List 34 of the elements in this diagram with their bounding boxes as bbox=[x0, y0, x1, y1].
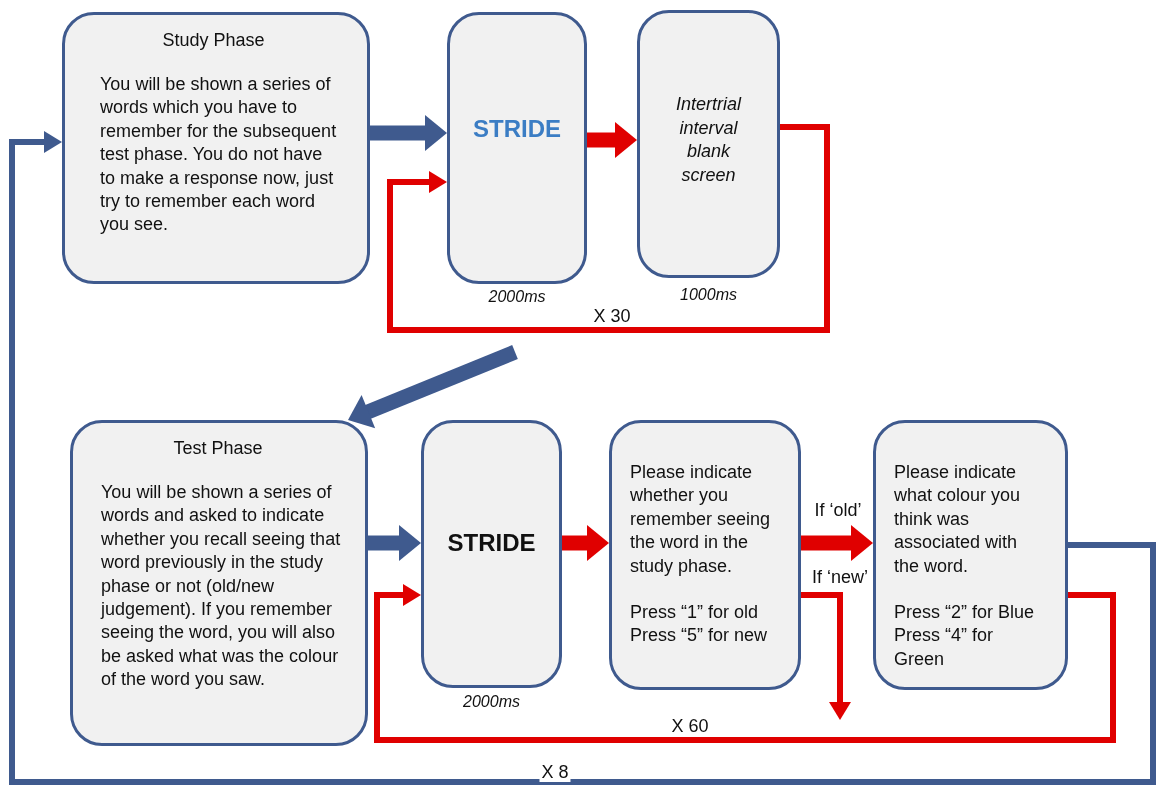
block-arrow bbox=[801, 525, 873, 561]
screen-box bbox=[421, 420, 562, 688]
phase-heading: Test Phase bbox=[173, 437, 263, 459]
key-instruction: Press “4” for Green bbox=[894, 624, 995, 671]
duration-label: 2000ms bbox=[488, 288, 546, 306]
loop-arrow bbox=[387, 124, 830, 333]
instruction-text: You will be shown a series of words which you have to remember for the subsequent test phase. You do not have to make a response now, just try to remember each word you see. bbox=[100, 73, 337, 237]
stimulus-word: STRIDE bbox=[447, 529, 536, 557]
screen-box bbox=[873, 420, 1068, 690]
phase-heading: Study Phase bbox=[162, 29, 265, 51]
block-arrow bbox=[368, 525, 421, 561]
screen-label: Intertrial interval blank screen bbox=[675, 93, 743, 187]
prompt-text: Please indicate whether you remember seeing the word in the study phase. bbox=[630, 461, 772, 578]
screen-box bbox=[609, 420, 801, 690]
key-instruction: Press “2” for Blue bbox=[894, 601, 1036, 625]
loop-arrow bbox=[801, 592, 851, 720]
screen-box bbox=[637, 10, 780, 278]
instruction-text: You will be shown a series of words and asked to indicate whether you recall seeing that word previously in the study phase or not (old/new judgement). If you remember seeing the word, you will also be asked what was the colour of the word you saw. bbox=[101, 481, 342, 692]
block-arrow bbox=[348, 345, 518, 429]
duration-label: 1000ms bbox=[680, 286, 737, 304]
edge-label: X 8 bbox=[539, 762, 571, 782]
loop-arrow bbox=[9, 131, 1156, 785]
phase-box bbox=[62, 12, 370, 284]
screen-box bbox=[447, 12, 587, 284]
stimulus-word: STRIDE bbox=[473, 115, 561, 143]
block-arrow bbox=[587, 122, 637, 158]
key-instruction: Press “1” for old bbox=[630, 601, 760, 625]
phase-box bbox=[70, 420, 368, 746]
prompt-text: Please indicate what colour you think was associated with the word. bbox=[894, 461, 1022, 578]
duration-label: 2000ms bbox=[463, 693, 520, 711]
key-instruction: Press “5” for new bbox=[630, 624, 769, 648]
block-arrow bbox=[562, 525, 609, 561]
block-arrow bbox=[370, 115, 447, 151]
loop-arrow bbox=[374, 584, 1116, 743]
